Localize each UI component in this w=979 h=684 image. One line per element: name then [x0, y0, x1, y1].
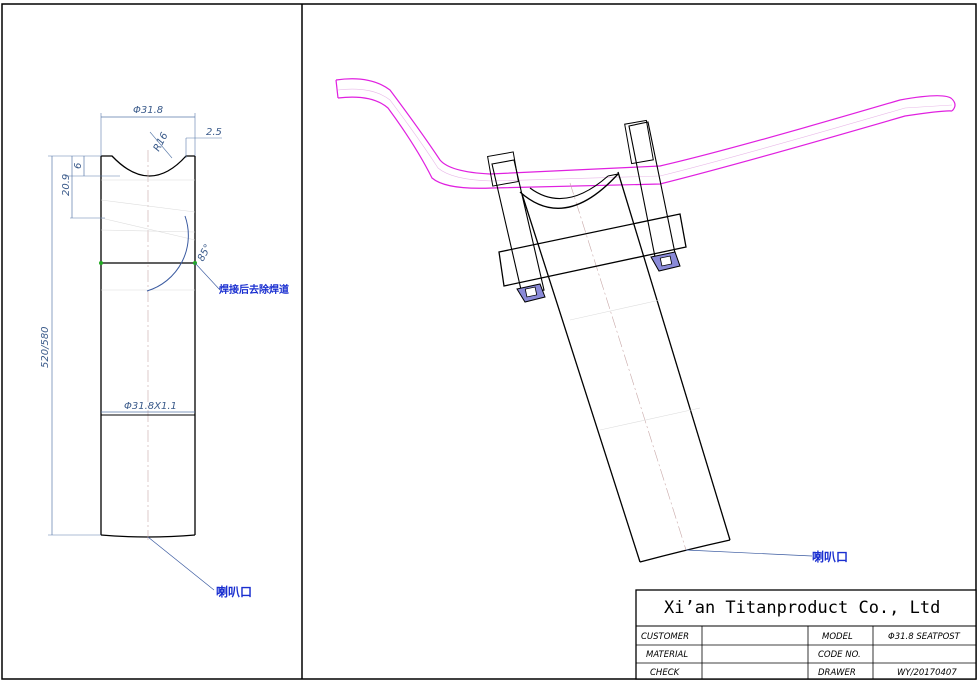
hidden-line [569, 299, 661, 321]
check-label: CHECK [650, 668, 681, 678]
dim-tube: Φ31.8X1.1 [124, 401, 177, 412]
dim-offset: 2.5 [206, 127, 222, 138]
post-right-edge [617, 171, 731, 541]
code-label: CODE NO. [818, 650, 861, 660]
hidden-line [100, 199, 196, 213]
clamp-head [498, 213, 687, 287]
angle-arc [146, 215, 189, 292]
left-view: Φ31.8 R16 2.5 520/580 20.9 6 85° Φ31.8X1… [40, 105, 289, 599]
hidden-line [100, 229, 196, 233]
flare-leader [685, 549, 813, 557]
seat-rail-inner [337, 96, 953, 189]
left-nut-slot [524, 286, 538, 298]
customer-label: CUSTOMER [641, 632, 689, 642]
model-value: Φ31.8 SEATPOST [888, 632, 961, 642]
title-block-frame [635, 589, 977, 680]
drawing-border [1, 3, 977, 680]
weld-leader [194, 262, 221, 291]
saddle-cutout [101, 155, 195, 177]
dim-slot-depth: 6 [73, 163, 84, 169]
right-nut-slot [659, 255, 673, 267]
saddle-cup-tip [607, 173, 619, 177]
model-label: MODEL [822, 632, 853, 642]
saddle-cup-lower [519, 173, 619, 209]
flare-leader [147, 536, 215, 591]
drawer-label: DRAWER [818, 668, 856, 678]
post-bottom-edge [639, 539, 731, 563]
seat-rail-ends [335, 79, 956, 112]
seat-rail-center [337, 88, 953, 182]
note-flare-left: 喇叭口 [216, 584, 252, 599]
dim-length: 520/580 [40, 326, 51, 368]
dim-cut-height: 20.9 [61, 174, 72, 196]
dim-angle: 85° [196, 243, 214, 264]
hidden-line [599, 407, 701, 431]
post-left-edge [521, 193, 641, 563]
right-bolt [628, 121, 677, 263]
right-view: 喇叭口 [335, 78, 956, 564]
material-label: MATERIAL [646, 650, 688, 660]
left-bolt-head [487, 151, 519, 187]
post-center-line [569, 182, 687, 551]
left-bolt [491, 159, 545, 295]
note-flare-right: 喇叭口 [812, 549, 848, 564]
hidden-line [100, 217, 196, 241]
seat-rail-outer [335, 78, 953, 175]
radius-leader [149, 131, 173, 159]
company-name: Xi’an Titanproduct Co., Ltd [664, 598, 940, 618]
drawer-value: WY/20170407 [897, 668, 957, 678]
saddle-cup-upper [529, 175, 609, 200]
right-bolt-head [624, 119, 654, 165]
dim-top-diameter: Φ31.8 [133, 105, 163, 116]
note-weld: 焊接后去除焊道 [219, 283, 289, 296]
dim-radius: R16 [152, 131, 171, 154]
title-block: Xi’an Titanproduct Co., Ltd CUSTOMER MOD… [635, 589, 977, 680]
weld-point [99, 261, 103, 265]
